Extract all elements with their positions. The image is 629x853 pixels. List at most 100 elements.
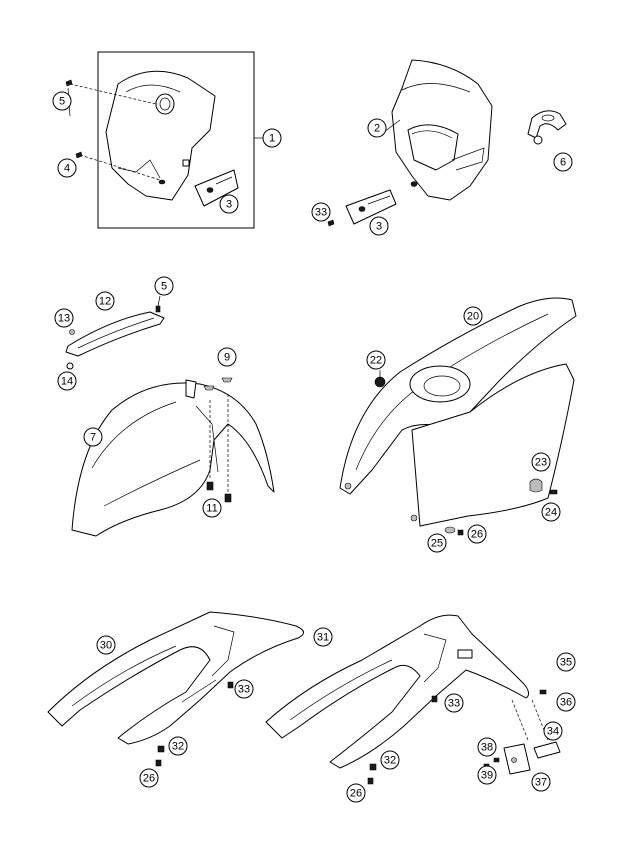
license-plate-holder-icon [503, 743, 531, 775]
callout-number: 22 [370, 355, 382, 367]
callout-number: 9 [224, 352, 230, 364]
callout-number: 32 [172, 741, 184, 753]
callout-circle [139, 768, 159, 788]
screw-icon [227, 681, 234, 689]
callout-number: 13 [58, 313, 70, 325]
callout-labels: 1233455679111213142022232425262626303132… [52, 91, 576, 803]
callout-13: 13 [54, 308, 74, 328]
callout-circle [311, 202, 331, 222]
callout-number: 5 [161, 281, 167, 293]
callout-circle [83, 427, 103, 447]
callout-32: 32 [380, 750, 400, 770]
callout-9: 9 [217, 347, 237, 367]
callout-33: 33 [234, 679, 254, 699]
screw-icon [431, 695, 438, 703]
mask-assembly-group [65, 51, 264, 229]
callout-4: 4 [57, 158, 77, 178]
callout-circle [477, 765, 497, 785]
callout-26: 26 [346, 783, 366, 803]
callout-number: 3 [376, 221, 382, 233]
callout-2: 2 [367, 118, 387, 138]
callout-number: 34 [547, 726, 559, 738]
callout-number: 4 [64, 163, 70, 175]
fender-guard-icon [65, 311, 165, 370]
callout-number: 26 [350, 788, 362, 800]
callout-circle [217, 347, 237, 367]
callout-20: 20 [463, 306, 483, 326]
callout-37: 37 [531, 772, 551, 792]
callout-26: 26 [139, 768, 159, 788]
callout-3: 3 [369, 216, 389, 236]
callout-36: 36 [556, 692, 576, 712]
callout-number: 31 [317, 632, 329, 644]
front-fender-group [65, 305, 275, 537]
callout-circle [556, 652, 576, 672]
callout-26: 26 [467, 524, 487, 544]
callout-circle [202, 498, 222, 518]
headlight-mask-icon [105, 70, 216, 201]
callout-circle [367, 118, 387, 138]
screw-icon [155, 305, 161, 313]
callout-number: 20 [467, 311, 479, 323]
screw-icon [65, 79, 73, 87]
callout-39: 39 [477, 765, 497, 785]
callout-number: 11 [206, 503, 217, 515]
rear-fender-variant-right [265, 614, 561, 785]
callout-number: 39 [481, 770, 493, 782]
callout-circle [556, 692, 576, 712]
callout-number: 5 [59, 96, 65, 108]
callout-number: 30 [100, 640, 112, 652]
mask-variant-group [327, 59, 493, 227]
screw-icon [157, 745, 165, 753]
callout-number: 26 [143, 773, 155, 785]
callout-number: 38 [481, 742, 493, 754]
callout-number: 23 [535, 457, 547, 469]
callout-circle [366, 350, 386, 370]
callout-33: 33 [311, 202, 331, 222]
callout-circle [477, 737, 497, 757]
screw-icon [224, 493, 232, 503]
callout-number: 36 [560, 697, 572, 709]
callout-circle [346, 783, 366, 803]
callout-circle [168, 736, 188, 756]
callout-32: 32 [168, 736, 188, 756]
callout-circle [95, 291, 115, 311]
callout-22: 22 [366, 350, 386, 370]
callout-23: 23 [531, 452, 551, 472]
callout-number: 33 [238, 684, 250, 696]
callout-33: 33 [444, 693, 464, 713]
callout-circle [444, 693, 464, 713]
callout-14: 14 [57, 371, 77, 391]
screw-icon [457, 529, 464, 536]
callout-5: 5 [52, 91, 72, 111]
callout-circle [427, 533, 447, 553]
callout-circle [262, 128, 282, 148]
callout-number: 3 [226, 199, 232, 211]
callout-circle [553, 152, 573, 172]
callout-number: 32 [384, 755, 396, 767]
screw-icon [367, 777, 374, 785]
callout-31: 31 [313, 627, 333, 647]
callout-1: 1 [262, 128, 282, 148]
mask-side-plate-icon [345, 189, 397, 225]
callout-number: 12 [99, 296, 111, 308]
callout-number: 2 [374, 123, 380, 135]
callout-circle [52, 91, 72, 111]
callout-7: 7 [83, 427, 103, 447]
callout-circle [57, 371, 77, 391]
callout-circle [541, 502, 561, 522]
nut-icon [374, 376, 386, 388]
screw-icon [549, 489, 558, 495]
callout-circle [467, 524, 487, 544]
rear-fender-variant-left [47, 611, 304, 767]
callout-circle [463, 306, 483, 326]
mask-side-plate-icon [194, 169, 239, 207]
callout-35: 35 [556, 652, 576, 672]
screw-icon [206, 481, 214, 491]
callout-24: 24 [541, 502, 561, 522]
callout-circle [543, 721, 563, 741]
callout-circle [531, 452, 551, 472]
callout-number: 1 [269, 133, 275, 145]
callout-number: 37 [535, 777, 547, 789]
